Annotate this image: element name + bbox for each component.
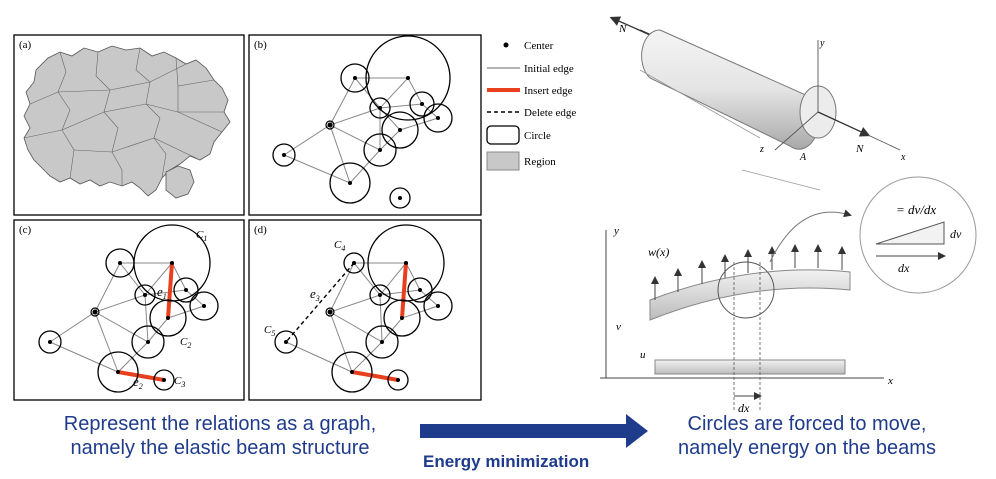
bending-beam-diagram: y x v u w(x) dx = dv/dx dv dx xyxy=(600,176,977,415)
axial-x: x xyxy=(900,152,906,163)
label-c1-sub: 1 xyxy=(203,234,207,243)
label-c2: C xyxy=(180,336,188,348)
legend-circle-swatch xyxy=(486,125,520,145)
panel-a-label: (a) xyxy=(19,39,32,51)
left-caption-line1: Represent the relations as a graph, xyxy=(63,413,377,435)
label-c4: C xyxy=(334,239,342,251)
svg-text:C1: C1 xyxy=(196,229,207,243)
zoom-dv: dv xyxy=(950,227,962,241)
panel-c-circles xyxy=(38,224,219,393)
panel-b-label: (b) xyxy=(254,39,267,51)
panel-c-label: (c) xyxy=(19,224,32,236)
zoom-arrow xyxy=(769,209,852,263)
panel-d-insert-edges xyxy=(351,262,408,382)
zoom-triangle xyxy=(875,221,945,245)
panel-d: (d) xyxy=(248,219,482,401)
legend-delete-label: Delete edge xyxy=(524,107,576,119)
svg-text:C5: C5 xyxy=(264,324,275,338)
bending-u-label: u xyxy=(640,349,646,361)
left-caption: Represent the relations as a graph, name… xyxy=(40,412,400,460)
label-e1-sub: 1 xyxy=(163,292,167,301)
label-c1: C xyxy=(196,229,204,241)
panel-d-delete-edges xyxy=(285,262,355,343)
svg-text:C3: C3 xyxy=(174,375,185,389)
svg-text:e3: e3 xyxy=(310,286,320,303)
energy-arrow xyxy=(420,414,648,448)
right-caption: Circles are forced to move, namely energ… xyxy=(648,412,966,460)
label-c5: C xyxy=(264,324,272,336)
region-island xyxy=(165,165,195,199)
panel-d-label: (d) xyxy=(254,224,267,236)
panel-c-insert-edges xyxy=(117,262,174,382)
label-e2: e xyxy=(133,374,139,389)
axial-a: A xyxy=(799,152,807,163)
panel-b: (b) xyxy=(248,34,482,216)
svg-text:e2: e2 xyxy=(133,374,143,391)
legend-insert-label: Insert edge xyxy=(524,85,573,97)
region-map xyxy=(23,45,231,197)
label-c2-sub: 2 xyxy=(187,341,191,350)
arrow-label: Energy minimization xyxy=(423,452,590,471)
left-caption-line2: namely the elastic beam structure xyxy=(70,437,370,459)
legend-region-label: Region xyxy=(524,156,556,168)
label-c5-sub: 5 xyxy=(271,329,275,338)
axial-n-right: N xyxy=(855,143,864,155)
svg-text:C2: C2 xyxy=(180,336,191,350)
right-caption-line1: Circles are forced to move, xyxy=(687,413,927,435)
axial-z: z xyxy=(759,144,764,155)
cylinder-body xyxy=(641,29,819,150)
panel-c-centers xyxy=(48,261,206,382)
detail-circle xyxy=(717,261,775,319)
axial-y: y xyxy=(819,38,825,49)
panel-d-circles xyxy=(274,224,453,393)
svg-text:C4: C4 xyxy=(334,239,345,253)
region-borders xyxy=(23,47,224,186)
legend-circle-label: Circle xyxy=(524,130,551,142)
zoom-dx: dx xyxy=(898,261,910,275)
label-e3-sub: 3 xyxy=(315,294,320,303)
bending-y-label: y xyxy=(613,225,619,237)
label-e3: e xyxy=(310,286,316,301)
panel-b-centers xyxy=(282,76,440,200)
bending-dx-label: dx xyxy=(738,401,750,415)
deformed-beam xyxy=(649,269,851,321)
legend: Center Initial edge Insert edge Delete e… xyxy=(486,40,576,171)
label-c4-sub: 4 xyxy=(341,244,345,253)
bending-x-label: x xyxy=(887,375,893,387)
legend-initial-label: Initial edge xyxy=(524,63,574,75)
panel-a: (a) xyxy=(13,34,245,216)
legend-center-label: Center xyxy=(524,40,554,52)
label-e1: e xyxy=(157,284,163,299)
label-e2-sub: 2 xyxy=(139,382,143,391)
undeformed-beam xyxy=(654,359,846,375)
right-caption-line2: namely energy on the beams xyxy=(678,437,936,459)
bending-v-label: v xyxy=(616,321,621,333)
axial-n-left: N xyxy=(618,23,627,35)
load-arrows xyxy=(651,244,846,300)
panel-c: (c) xyxy=(13,219,245,401)
legend-center-swatch xyxy=(503,42,509,48)
zoom-equation: = dv/dx xyxy=(896,202,936,217)
label-c3-sub: 3 xyxy=(180,380,185,389)
panel-d-centers xyxy=(284,261,440,382)
label-c3: C xyxy=(174,375,182,387)
legend-region-swatch xyxy=(486,151,520,171)
svg-text:e1: e1 xyxy=(157,284,167,301)
axial-beam-diagram: N N y z x A xyxy=(609,16,906,191)
load-label: w(x) xyxy=(648,245,669,259)
panel-b-circles xyxy=(272,35,453,209)
